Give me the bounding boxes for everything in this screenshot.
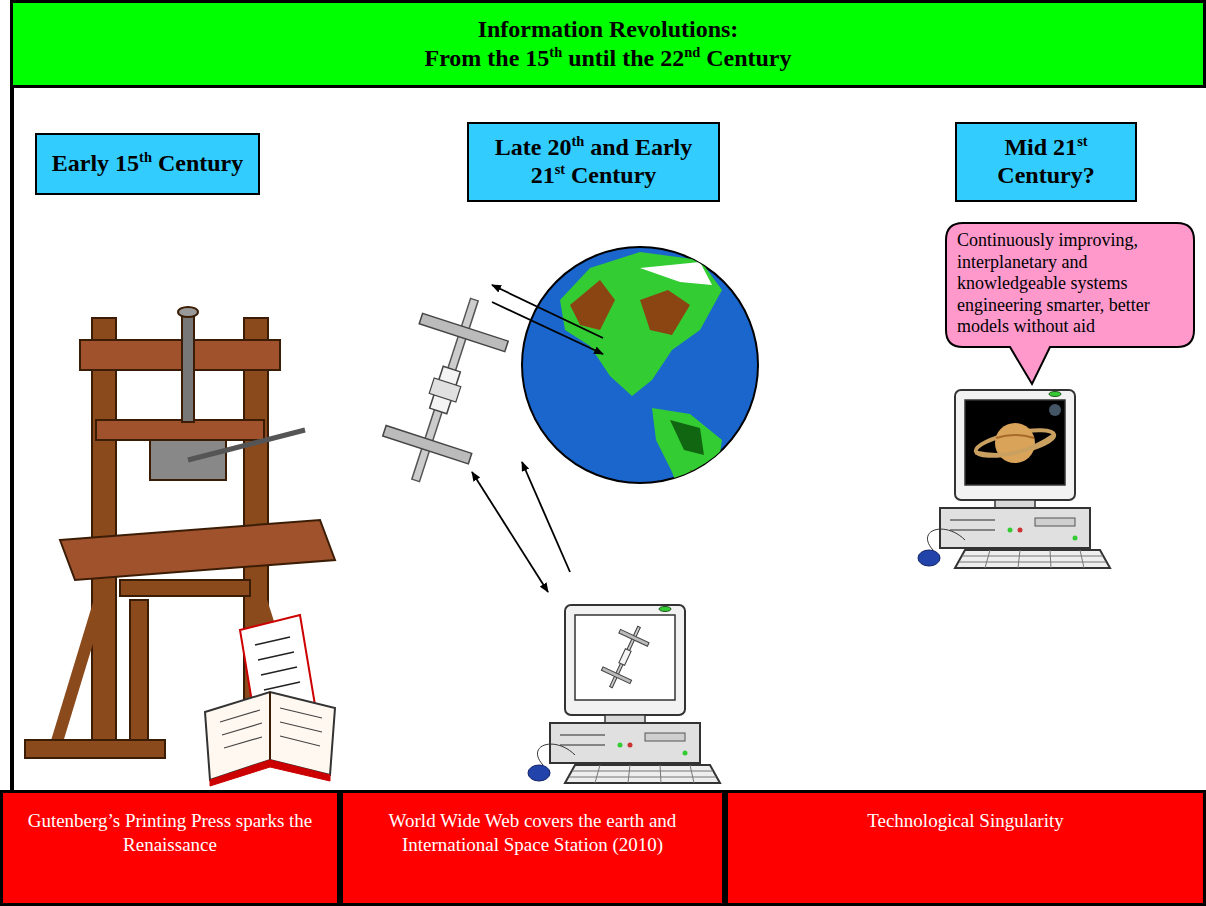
- computer: [619, 629, 649, 646]
- globe: [670, 420, 704, 455]
- printing-press: [80, 340, 280, 370]
- future-computer: [918, 390, 1110, 568]
- frame-line: [10, 85, 14, 790]
- event-box-text: Gutenberg’s Printing Press sparks the Re…: [15, 809, 325, 857]
- future-computer: [918, 390, 1110, 568]
- globe: [560, 252, 722, 522]
- globe: [640, 262, 712, 285]
- globe: [570, 280, 615, 330]
- globe: [560, 252, 722, 396]
- signal-arrows: [472, 472, 548, 592]
- future-computer: [965, 400, 1065, 485]
- globe: [690, 470, 708, 505]
- era-heading: Mid 21st Century?: [955, 122, 1137, 202]
- printing-press: [120, 580, 250, 596]
- computer: [597, 620, 654, 694]
- event-box-text: Technological Singularity: [740, 809, 1191, 833]
- era-heading-text: Late 20th and Early 21st Century: [479, 134, 708, 189]
- future-computer: [975, 435, 1056, 456]
- event-box: World Wide Web covers the earth and Inte…: [340, 790, 725, 906]
- printing-press: [182, 312, 194, 422]
- era-heading-text: Mid 21st Century?: [967, 134, 1125, 189]
- printing-press: [25, 307, 335, 786]
- speech-callout: Continuously improving, interplanetary a…: [945, 222, 1195, 348]
- speech-callout-text: Continuously improving, interplanetary a…: [957, 230, 1183, 338]
- future-computer: [995, 423, 1035, 463]
- future-computer: [1049, 404, 1061, 416]
- signal-arrows: [492, 285, 603, 338]
- printing-press: [178, 307, 198, 317]
- era-heading-text: Early 15th Century: [52, 150, 243, 178]
- signal-arrows: [492, 302, 603, 354]
- printing-press: [130, 600, 148, 740]
- printing-press: [55, 600, 100, 748]
- printing-press: [210, 760, 330, 786]
- event-box-text: World Wide Web covers the earth and Inte…: [355, 809, 710, 857]
- event-box: Technological Singularity: [725, 790, 1206, 906]
- globe: [522, 247, 758, 483]
- printing-press: [60, 520, 335, 580]
- printing-press: [92, 318, 116, 748]
- era-heading: Early 15th Century: [35, 133, 260, 195]
- computer: [528, 605, 720, 783]
- globe: [640, 290, 690, 335]
- globe: [652, 408, 722, 522]
- space-station: [383, 426, 472, 464]
- title-band: Information Revolutions: From the 15th u…: [10, 0, 1206, 88]
- computer: [528, 605, 720, 783]
- computer: [619, 649, 631, 666]
- printing-press: [255, 637, 300, 690]
- printing-press: [188, 430, 305, 460]
- computer: [575, 615, 675, 700]
- printing-press: [220, 708, 322, 748]
- signal-arrows: [472, 285, 603, 592]
- era-heading: Late 20th and Early 21st Century: [467, 122, 720, 202]
- computer: [601, 667, 631, 684]
- event-box: Gutenberg’s Printing Press sparks the Re…: [0, 790, 340, 906]
- title-text: Information Revolutions: From the 15th u…: [424, 15, 791, 73]
- space-station: [430, 366, 461, 413]
- space-station: [429, 378, 461, 402]
- callout-outline: [946, 223, 1194, 384]
- space-station: [373, 286, 517, 495]
- future-computer: [996, 435, 1034, 438]
- globe: [522, 247, 758, 522]
- printing-press: [96, 420, 264, 440]
- printing-press: [269, 692, 271, 760]
- printing-press: [25, 740, 165, 758]
- space-station: [419, 313, 508, 351]
- signal-arrows: [522, 462, 570, 572]
